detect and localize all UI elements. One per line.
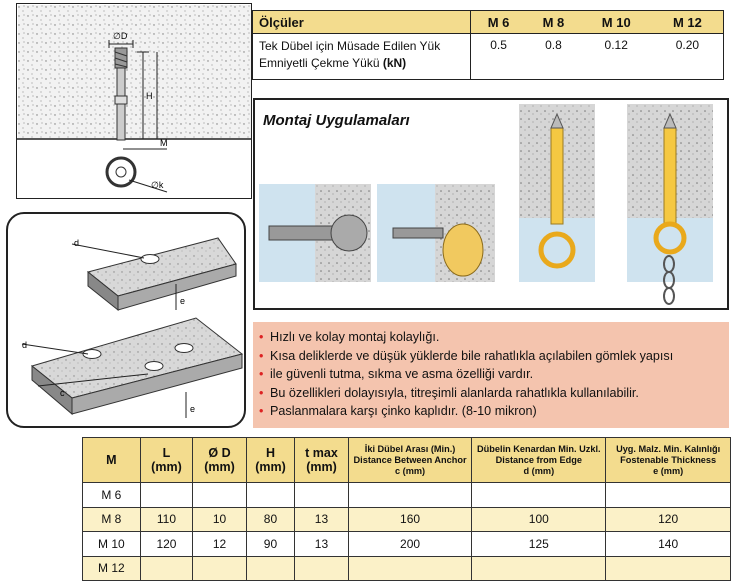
cell: M 10 — [82, 531, 141, 557]
plate-bottom-e-label: e — [190, 404, 195, 414]
features-list: Hızlı ve kolay montaj kolaylığı. Kısa de… — [259, 328, 725, 421]
cell: 13 — [294, 531, 349, 557]
plates-drawing-panel: d e d c e — [6, 212, 246, 428]
cell: 90 — [245, 531, 296, 557]
anchor-technical-drawing: ∅D H M ∅k — [17, 5, 251, 193]
cell — [471, 482, 607, 508]
col-header-tmax: t max(mm) — [294, 437, 349, 483]
plate-top-e-label: e — [180, 296, 185, 306]
cell — [245, 555, 296, 581]
table-header: M 6 — [470, 11, 527, 34]
cell — [245, 482, 296, 508]
table-cell: 0.5 — [470, 33, 527, 79]
installation-panel: Montaj Uygulamaları — [253, 98, 729, 310]
cell — [294, 555, 349, 581]
table-cell: 0.12 — [604, 38, 628, 52]
features-box: Hızlı ve kolay montaj kolaylığı. Kısa de… — [253, 322, 729, 428]
col-header-m: M — [82, 437, 141, 483]
cell — [347, 555, 473, 581]
cell — [192, 482, 247, 508]
cell: 80 — [245, 506, 296, 532]
cell: 110 — [139, 506, 194, 532]
cell: 125 — [471, 531, 607, 557]
col-header-h: H(mm) — [245, 437, 296, 483]
cell: M 6 — [82, 482, 141, 508]
col-header-c: İki Dübel Arası (Min.)Distance Between A… — [347, 437, 473, 483]
cell: 120 — [605, 506, 731, 532]
cell: M 8 — [82, 506, 141, 532]
cell — [347, 482, 473, 508]
feature-item: Bu özellikleri dolayısıyla, titreşimli a… — [259, 384, 725, 403]
cell: 12 — [192, 531, 247, 557]
col-header-d: Ø D(mm) — [192, 437, 247, 483]
cell: 13 — [294, 506, 349, 532]
anchor-drawing-panel: ∅D H M ∅k — [16, 3, 252, 199]
table-cell: 0.8 — [545, 38, 562, 52]
cell: M 12 — [82, 555, 141, 581]
plate-bottom-d-label: d — [22, 340, 27, 350]
feature-item: Hızlı ve kolay montaj kolaylığı. — [259, 328, 725, 347]
k-label: ∅k — [151, 180, 164, 190]
row-label-unit: (kN) — [382, 56, 407, 70]
row-label-line2: Emniyetli Çekme Yükü — [259, 56, 380, 70]
cell: 100 — [471, 506, 607, 532]
table-header: M 8 — [526, 11, 581, 34]
cell — [139, 555, 194, 581]
plate-bottom-c-label: c — [60, 388, 65, 398]
row-label: Tek Dübel için Müsade Edilen Yük Emniyet… — [253, 34, 471, 80]
m-label: M — [160, 138, 168, 148]
cell — [139, 482, 194, 508]
table-header: Ölçüler — [253, 11, 471, 34]
cell — [605, 482, 731, 508]
col-header-l: L(mm) — [139, 437, 194, 483]
installation-steps-illustration — [259, 104, 713, 305]
installation-title: Montaj Uygulamaları — [263, 112, 410, 129]
cell: 140 — [605, 531, 731, 557]
spec-table: M L(mm) Ø D(mm) H(mm) t max(mm) İki Dübe… — [82, 437, 731, 581]
load-table: Ölçüler M 6 M 8 M 10 M 12 Tek Dübel için… — [252, 10, 724, 80]
height-h-label: H — [146, 91, 153, 101]
cell: 160 — [347, 506, 473, 532]
table-row: M 6 — [82, 482, 731, 508]
feature-item: Kısa deliklerde ve düşük yüklerde bile r… — [259, 347, 725, 366]
table-header: M 12 — [651, 11, 723, 34]
feature-item-continued: ile güvenli tutma, sıkma ve asma özelliğ… — [259, 365, 725, 384]
table-cell: 0.20 — [675, 38, 700, 52]
col-header-d-edge: Dübelin Kenardan Min. Uzkl.Distance from… — [471, 437, 607, 483]
cell: 200 — [347, 531, 473, 557]
cell — [471, 555, 607, 581]
cell — [294, 482, 349, 508]
row-label-line1: Tek Dübel için Müsade Edilen Yük — [259, 39, 441, 53]
cell — [605, 555, 731, 581]
table-header: M 10 — [580, 11, 652, 34]
diameter-d-label: ∅D — [113, 31, 128, 41]
cell: 120 — [139, 531, 194, 557]
plate-top-d-label: d — [74, 238, 79, 248]
cell: 10 — [192, 506, 247, 532]
plates-drawing: d e d c e — [21, 237, 244, 418]
feature-item: Paslanmalara karşı çinko kaplıdır. (8-10… — [259, 402, 725, 421]
table-row: M 12 — [82, 555, 731, 581]
cell — [192, 555, 247, 581]
